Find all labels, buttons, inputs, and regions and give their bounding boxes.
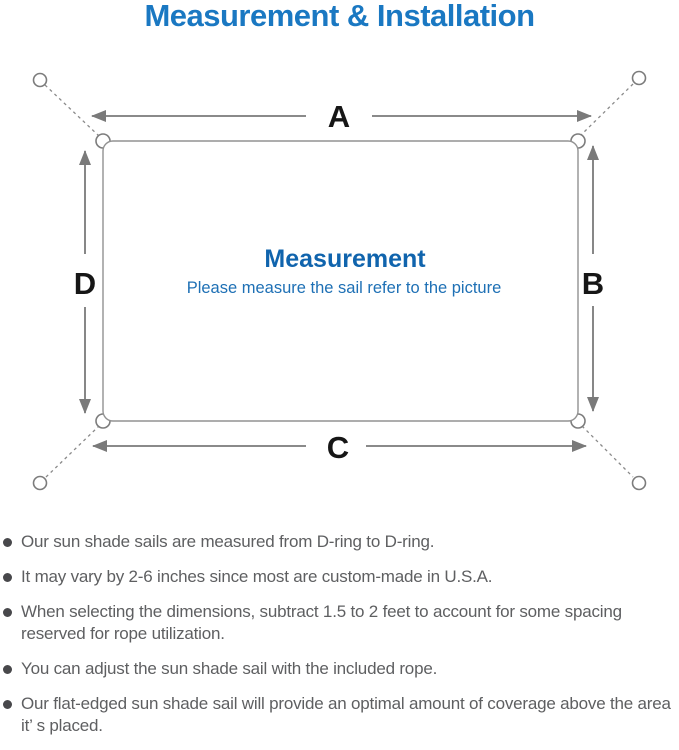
page-title: Measurement & Installation [144,0,535,33]
bullet-list: Our sun shade sails are measured from D-… [0,531,679,750]
anchor-ring-icon-top-left [32,72,48,88]
tether-line-bottom-right [581,425,634,478]
bullet-item: Our flat-edged sun shade sail will provi… [0,693,673,737]
bullet-item: You can adjust the sun shade sail with t… [0,658,673,680]
dimension-label-b: B [582,266,604,301]
diagram-center-title: Measurement [264,245,426,273]
diagram-center-subtitle: Please measure the sail refer to the pic… [187,279,502,297]
bullet-item: Our sun shade sails are measured from D-… [0,531,673,553]
measurement-diagram: A B C D Measurement Please measure the s… [0,55,679,523]
dimension-label-d: D [74,266,96,301]
bullet-item: It may vary by 2-6 inches since most are… [0,566,673,588]
anchor-ring-icon-top-right [631,70,647,86]
tether-line-top-right [580,83,634,136]
dimension-label-c: C [327,430,349,465]
bullet-item: When selecting the dimensions, subtract … [0,601,673,645]
measurement-diagram-svg: A B C D Measurement Please measure the s… [32,70,647,491]
tether-line-top-left [44,84,100,137]
sail-outline [102,140,579,422]
tether-line-bottom-left [45,425,100,478]
dimension-label-a: A [328,99,350,134]
anchor-ring-icon-bottom-right [631,475,647,491]
anchor-ring-icon-bottom-left [32,475,48,491]
